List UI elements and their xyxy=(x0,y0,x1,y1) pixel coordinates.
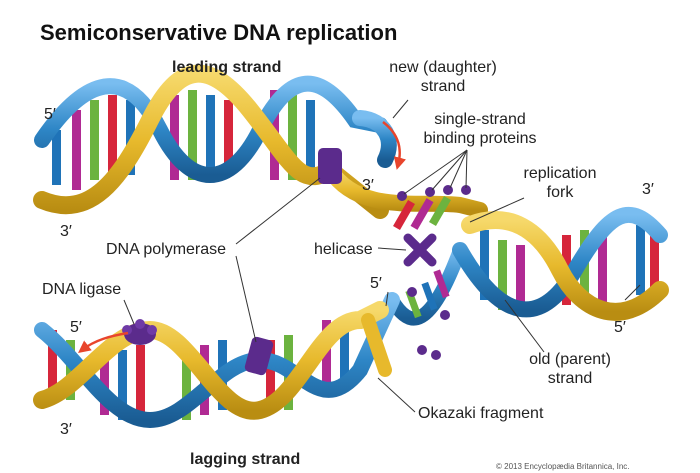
leading-direction-arrow xyxy=(382,121,406,170)
dna-polymerase-lagging xyxy=(244,336,274,376)
helicase-icon xyxy=(403,233,437,267)
new-daughter-strand-label-line2: strand xyxy=(420,78,466,96)
end-label-right-bottom-5: 5′ xyxy=(614,319,626,336)
single-strand-binding-proteins-label: single-strand binding proteins xyxy=(420,110,540,148)
diagram-title: Semiconservative DNA replication xyxy=(40,20,398,45)
lagging-direction-arrow xyxy=(78,331,129,354)
old-parent-strand-label-line1: old (parent) xyxy=(529,351,611,368)
new-daughter-strand-label: new (daughter) strand xyxy=(383,58,503,96)
parent-helix xyxy=(452,207,669,321)
dna-polymerase-leading xyxy=(318,148,342,184)
okazaki-fragment-label: Okazaki fragment xyxy=(418,405,544,422)
end-label-bottom-left-5: 5′ xyxy=(70,319,82,336)
lagging-strand-label: lagging strand xyxy=(190,451,301,468)
leading-strand-label: leading strand xyxy=(172,59,282,76)
end-label-top-mid-3: 3′ xyxy=(362,177,374,194)
lagging-strand-helix xyxy=(33,292,400,429)
end-label-bottom-left-3: 3′ xyxy=(60,421,72,438)
end-label-top-left-5: 5′ xyxy=(44,106,56,123)
copyright-notice: © 2013 Encyclopædia Britannica, Inc. xyxy=(496,462,630,471)
dna-polymerase-label: DNA polymerase xyxy=(106,241,227,258)
fork-single-strands xyxy=(322,162,488,326)
ssb-label-line1: single-strand xyxy=(434,111,526,128)
old-parent-strand-label: old (parent) strand xyxy=(520,350,620,388)
dna-ligase-label: DNA ligase xyxy=(42,281,122,298)
replication-fork-label-line1: replication xyxy=(523,165,597,182)
replication-fork-label: replication fork xyxy=(515,164,605,202)
helicase-label: helicase xyxy=(314,241,373,258)
end-label-top-left-3: 3′ xyxy=(60,223,72,240)
new-daughter-strand-label-line1: new (daughter) xyxy=(389,59,497,76)
ssb-label-line2: binding proteins xyxy=(423,130,537,148)
replication-fork-label-line2: fork xyxy=(546,184,574,202)
end-label-lagging-mid-5: 5′ xyxy=(370,275,382,292)
end-label-right-top-3: 3′ xyxy=(642,181,654,198)
old-parent-strand-label-line2: strand xyxy=(547,370,593,388)
leader-lines xyxy=(123,99,641,413)
leading-strand-helix xyxy=(33,64,397,219)
